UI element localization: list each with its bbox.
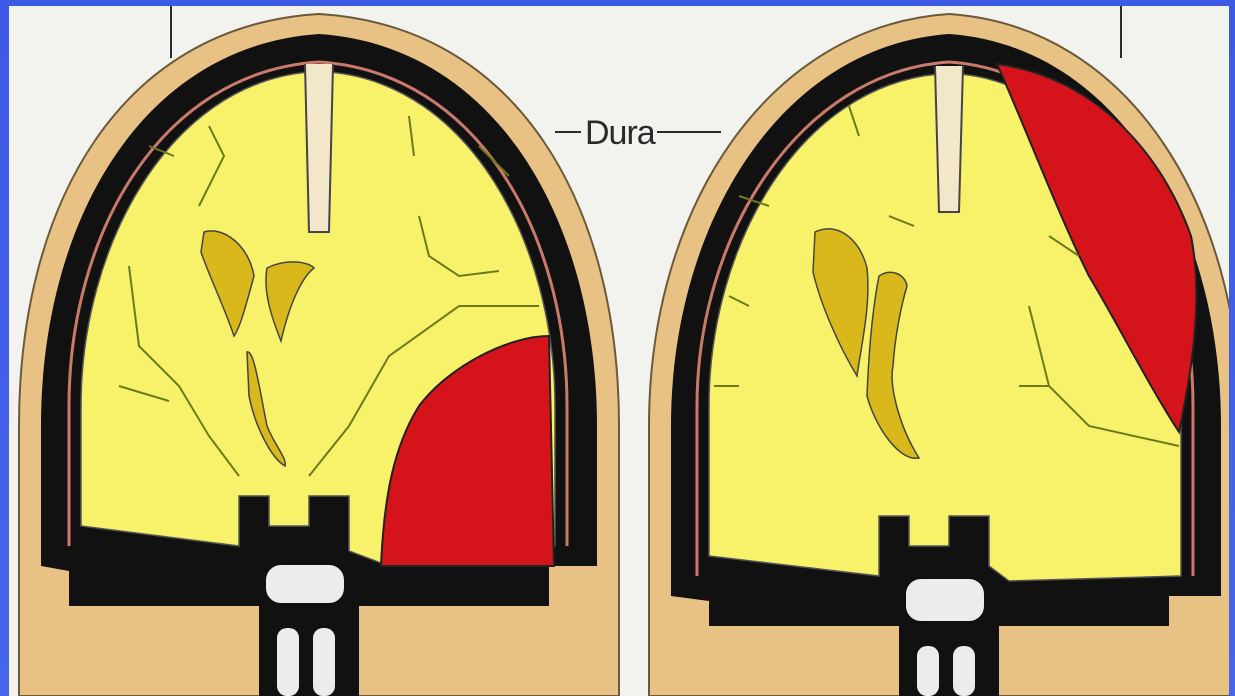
left-vertebra-top bbox=[265, 564, 345, 604]
right-vertebra-2 bbox=[953, 646, 975, 696]
hematoma-comparison-diagram: Dura bbox=[9, 6, 1229, 696]
right-head bbox=[649, 14, 1229, 696]
diagram-panel: Dura bbox=[9, 6, 1229, 696]
left-falx bbox=[305, 64, 333, 232]
left-vertebra-2 bbox=[313, 628, 335, 696]
right-falx bbox=[935, 66, 963, 212]
right-vertebra-top bbox=[905, 578, 985, 622]
left-head bbox=[19, 14, 619, 696]
dura-label: Dura bbox=[585, 114, 656, 152]
right-vertebra-1 bbox=[917, 646, 939, 696]
left-vertebra-1 bbox=[277, 628, 299, 696]
